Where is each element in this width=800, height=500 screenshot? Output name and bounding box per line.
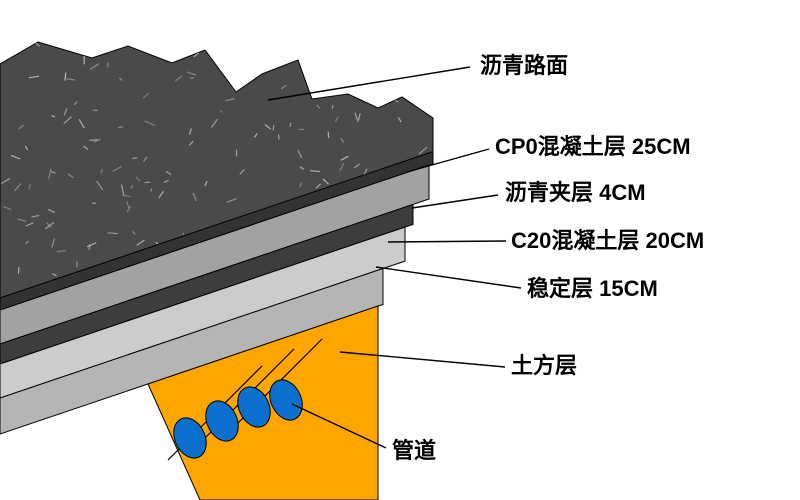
pipe-ellipse xyxy=(173,417,207,459)
label-earthwork: 土方层 xyxy=(511,353,577,378)
label-cp0-concrete: CP0混凝土层 25CM xyxy=(495,134,691,159)
leader-cp0-concrete xyxy=(406,148,490,173)
layer-c20-concrete xyxy=(0,226,406,399)
leader-asphalt-surface xyxy=(267,66,471,101)
leader-pipes xyxy=(291,403,387,449)
pipe-ellipse xyxy=(205,400,239,442)
layer-asphalt-surface xyxy=(0,41,434,299)
leader-stabilized xyxy=(375,266,522,289)
label-asphalt-surface: 沥青路面 xyxy=(480,53,568,78)
leader-c20-concrete xyxy=(387,240,507,243)
label-c20-concrete: C20混凝土层 20CM xyxy=(511,228,704,253)
layer-asphalt-interlayer xyxy=(0,203,414,365)
layer-cp0-concrete xyxy=(0,164,430,345)
leader-earthwork xyxy=(339,351,506,368)
label-asphalt-interlayer: 沥青夹层 4CM xyxy=(505,180,646,205)
pipe-ellipse xyxy=(269,379,303,421)
layer-asphalt-side xyxy=(0,150,434,311)
label-pipes: 管道 xyxy=(392,438,436,463)
label-stabilized: 稳定层 15CM xyxy=(527,276,658,301)
leader-asphalt-interlayer xyxy=(411,194,499,209)
layer-stabilized xyxy=(0,267,384,435)
pipe-ellipse xyxy=(237,386,271,428)
